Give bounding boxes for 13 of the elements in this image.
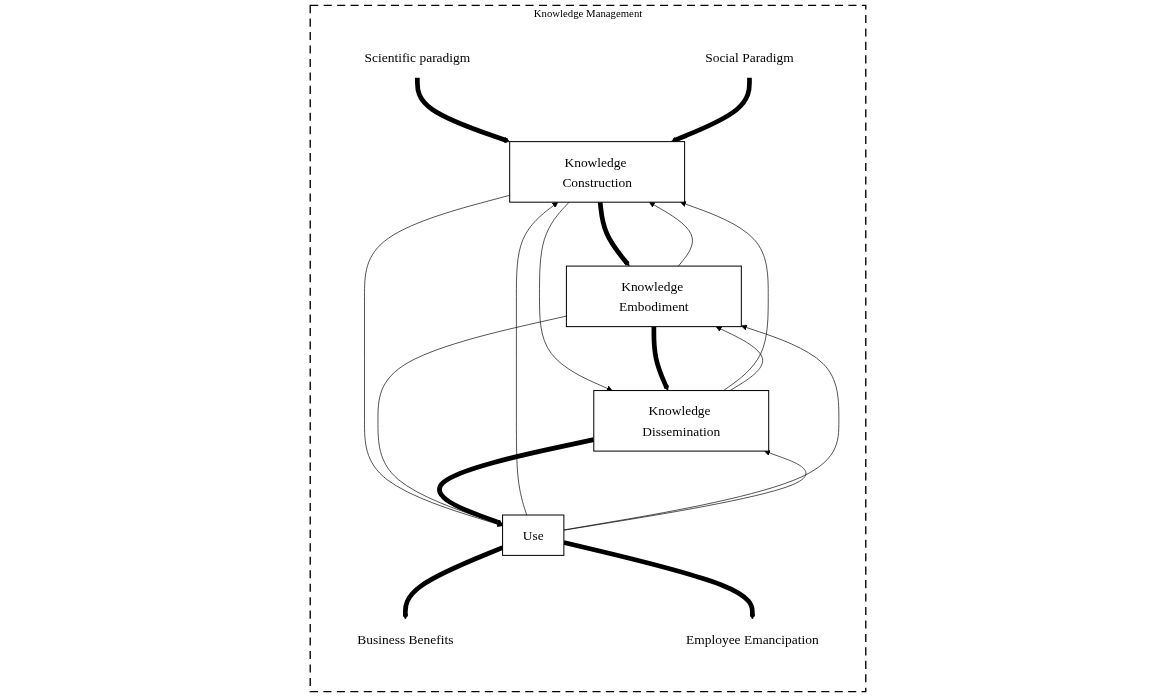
- arrow: [651, 326, 669, 391]
- arrow: [563, 540, 756, 620]
- node-box: Knowledge Embodiment: [565, 265, 742, 328]
- node-text: Social Paradigm: [705, 50, 794, 65]
- arrow: [415, 77, 510, 143]
- arrow: [597, 201, 630, 267]
- node-box: Knowledge Construction: [509, 141, 686, 203]
- node-box: Knowledge Dissemination: [593, 390, 770, 452]
- node-text: Business Benefits: [357, 632, 454, 647]
- arrow: [670, 77, 752, 143]
- node-box: Use: [502, 514, 565, 556]
- node-text: Scientific paradigm: [364, 50, 471, 65]
- node-text: Employee Emancipation: [686, 632, 819, 647]
